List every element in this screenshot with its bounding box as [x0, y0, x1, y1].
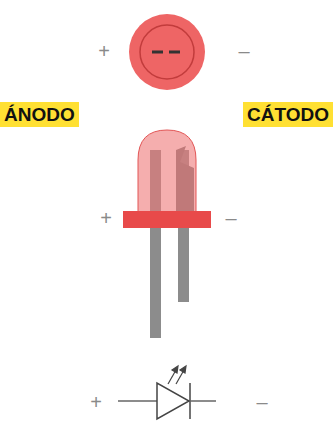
diode-symbol [157, 383, 189, 419]
polarity-sign: – [225, 208, 236, 228]
wire [190, 400, 216, 402]
polarity-sign: + [98, 41, 110, 61]
polarity-sign: – [238, 41, 249, 61]
terminal-name: ÁNODO [0, 102, 79, 127]
lead-mark [152, 51, 163, 54]
led-top-view [129, 14, 205, 90]
led-top-inner [140, 25, 194, 79]
terminal-name: CÁTODO [243, 102, 333, 127]
polarity-sign: + [100, 208, 112, 228]
light-arrows [168, 366, 186, 384]
led-dome [138, 130, 196, 212]
lead-mark [169, 51, 180, 54]
polarity-sign: + [90, 392, 102, 412]
wire [118, 400, 157, 402]
led-flange [123, 211, 211, 228]
polarity-sign: – [256, 392, 267, 412]
